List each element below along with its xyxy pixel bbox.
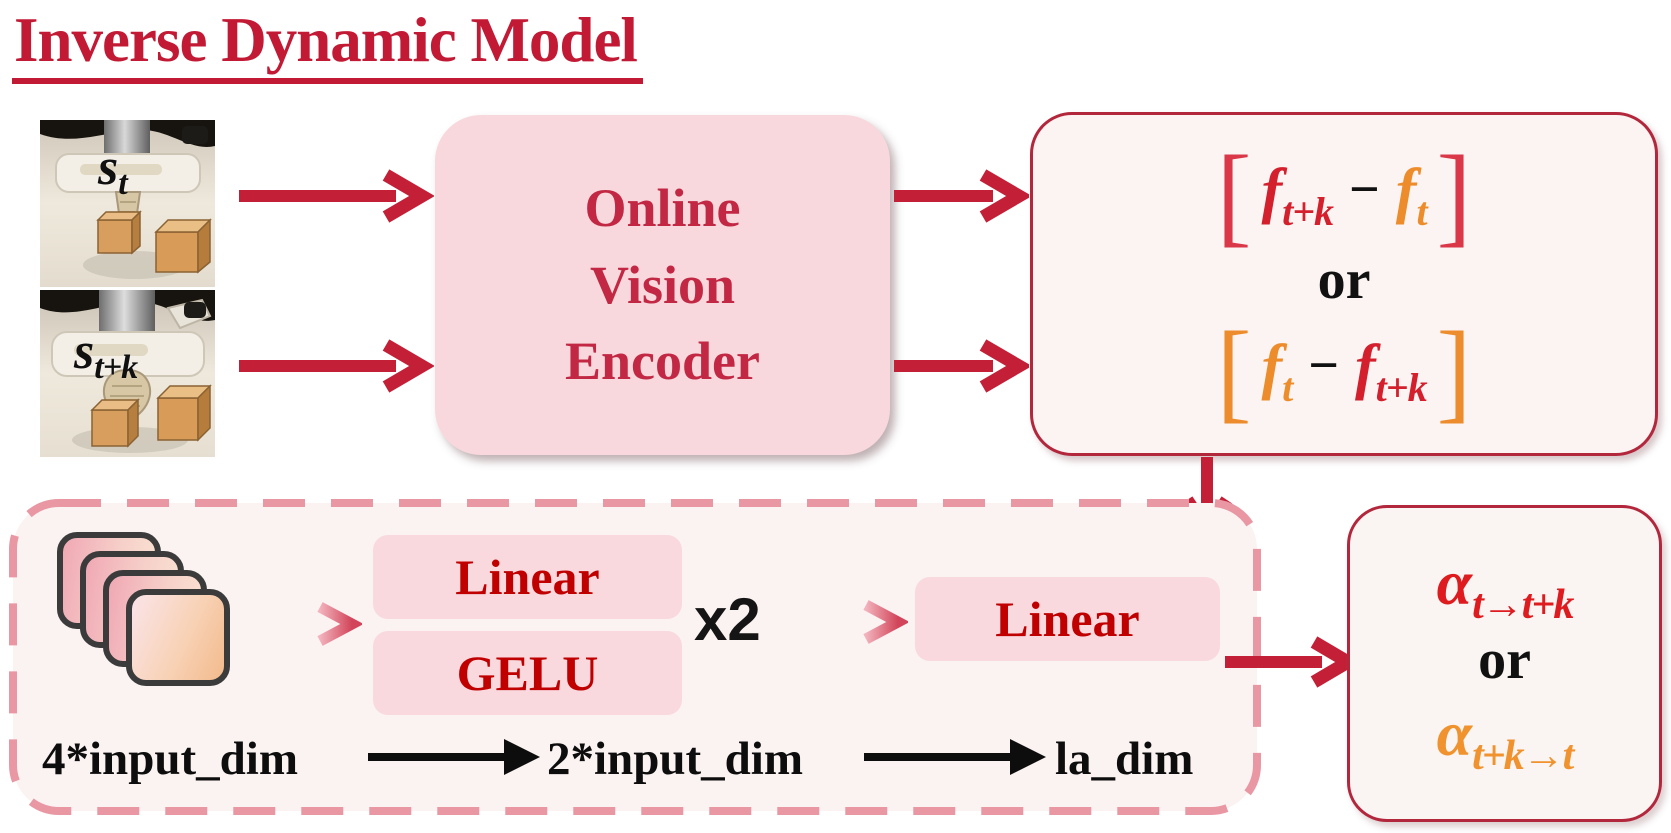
- open-bracket: [: [1216, 133, 1252, 258]
- close-bracket: ]: [1436, 133, 1472, 258]
- feature-subscript: t+k: [1375, 365, 1428, 410]
- feature-symbol: f: [1395, 157, 1417, 225]
- diagram-title: Inverse Dynamic Model: [12, 5, 643, 85]
- close-bracket: ]: [1436, 309, 1472, 434]
- arrow-mlp-to-action: [1225, 636, 1358, 688]
- feature-subscript: t: [1416, 189, 1427, 234]
- arrow-cards-to-linear: [249, 602, 362, 646]
- feature-expression-forward: [ ft+k − ft ]: [1213, 133, 1475, 258]
- encoder-label-line2: Vision: [589, 254, 736, 315]
- robot-scene-t-plus-k-icon: [40, 290, 215, 457]
- repeat-x2-label: x2: [694, 586, 761, 653]
- robot-scene-t-icon: [40, 120, 215, 287]
- feature-difference-box: [ ft+k − ft ] or [ ft − ft+k ]: [1030, 112, 1658, 456]
- or-label: or: [1478, 628, 1531, 691]
- state-label-t-plus-k: st+k: [74, 323, 138, 386]
- action-forward: αt→t+k: [1437, 550, 1575, 628]
- feature-subscript: t+k: [1282, 189, 1334, 234]
- arrow-st-to-encoder: [239, 169, 434, 223]
- feature-symbol: f: [1261, 157, 1283, 225]
- state-symbol: s: [98, 139, 119, 196]
- state-symbol: s: [74, 323, 95, 380]
- or-label: or: [1317, 249, 1371, 311]
- alpha-symbol: α: [1436, 697, 1473, 769]
- feature-term-t-plus-k: ft+k: [1255, 160, 1339, 232]
- arrow-stk-to-encoder: [239, 339, 434, 393]
- encoder-label-line3: Encoder: [565, 331, 760, 392]
- feature-subscript: t: [1282, 365, 1293, 410]
- state-label-t: st: [98, 139, 128, 202]
- feature-term-t-plus-k: ft+k: [1349, 336, 1433, 408]
- linear-label: Linear: [455, 549, 600, 605]
- dim-label-output: la_dim: [1055, 733, 1194, 785]
- alpha-subscript: t+k→t: [1472, 732, 1574, 779]
- dim-label-input: 4*input_dim: [42, 733, 298, 785]
- minus-sign: −: [1349, 159, 1380, 219]
- dim-label-mid: 2*input_dim: [547, 733, 803, 785]
- encoder-label-line1: Online: [584, 177, 741, 238]
- linear-layer-box-2: Linear: [915, 577, 1220, 661]
- linear-label: Linear: [995, 591, 1140, 647]
- feature-term-t: ft: [1390, 160, 1433, 232]
- online-vision-encoder-box: Online Vision Encoder: [435, 115, 890, 455]
- feature-symbol: f: [1261, 333, 1283, 401]
- feature-card-front-icon: [126, 589, 230, 686]
- alpha-symbol: α: [1436, 546, 1473, 618]
- arrow-dim-2: [864, 739, 1046, 775]
- state-subscript: t+k: [94, 349, 138, 386]
- observation-photo-t-plus-k: st+k: [40, 290, 215, 457]
- gelu-box: GELU: [373, 631, 682, 715]
- state-subscript: t: [118, 165, 128, 202]
- gelu-label: GELU: [456, 645, 599, 701]
- feature-expression-backward: [ ft − ft+k ]: [1213, 309, 1475, 434]
- action-backward: αt+k→t: [1437, 701, 1575, 779]
- arrow-encoder-to-features-top: [894, 169, 1029, 223]
- open-bracket: [: [1216, 309, 1252, 434]
- feature-term-t: ft: [1255, 336, 1298, 408]
- feature-symbol: f: [1355, 333, 1376, 401]
- linear-layer-box-1: Linear: [373, 535, 682, 619]
- alpha-subscript: t→t+k: [1472, 581, 1574, 628]
- action-output-box: αt→t+k or αt+k→t: [1347, 505, 1662, 822]
- arrow-x2-to-linear2: [799, 600, 908, 644]
- arrow-encoder-to-features-bottom: [894, 339, 1029, 393]
- minus-sign: −: [1308, 335, 1339, 395]
- arrow-dim-1: [368, 739, 540, 775]
- observation-photo-t: st: [40, 120, 215, 287]
